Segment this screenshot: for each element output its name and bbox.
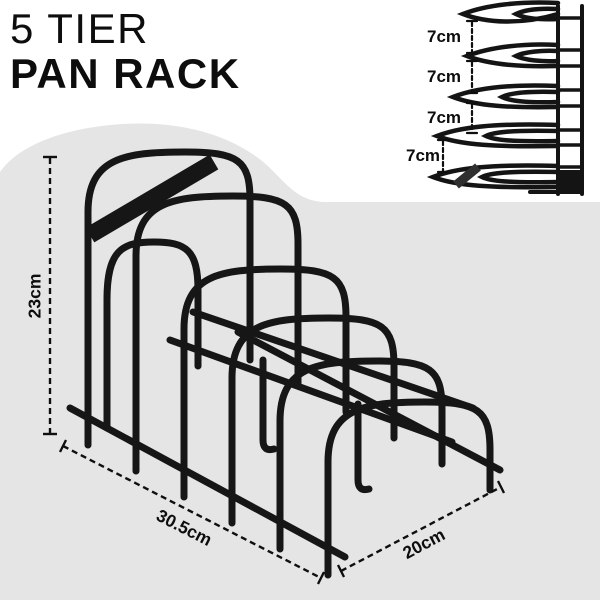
frame-rungs (556, 16, 584, 169)
product-title-line2: PAN RACK (10, 50, 241, 98)
height-dimension-label: 23cm (24, 273, 45, 319)
side-rail-lower (166, 336, 456, 446)
tier-gap-label-1: 7cm (426, 27, 462, 46)
support-hook (259, 356, 278, 454)
flat-strap-side (453, 163, 481, 189)
width-dimension-line (58, 439, 326, 585)
front-base-rail (66, 404, 349, 561)
tier-loops (426, 0, 561, 190)
tier-arch (276, 357, 446, 553)
tier-arch (180, 265, 350, 501)
support-hook (354, 400, 373, 494)
tier-gap-label-2: 7cm (426, 67, 462, 86)
side-rail-upper (189, 308, 477, 412)
side-view-diagram (426, 0, 584, 196)
title-block: 5 TIER PAN RACK (10, 6, 241, 97)
product-title-line1: 5 TIER (10, 5, 149, 52)
pan-rack-illustration (66, 148, 504, 579)
tier-arch (132, 192, 302, 475)
tier-gap-label-3: 7cm (426, 108, 462, 127)
tier-gap-label-4: 7cm (405, 146, 441, 165)
frame-base-block (559, 170, 582, 192)
inner-support-loop (103, 238, 202, 432)
flat-strap (85, 154, 219, 243)
tier-arch (84, 148, 254, 449)
gap-arrows (436, 19, 479, 174)
back-base-rail (234, 328, 504, 474)
depth-dimension-line (336, 480, 506, 578)
height-dimension-line (43, 155, 57, 436)
dimension-lines (43, 155, 506, 585)
tier-arch (324, 398, 494, 579)
tier-arch (228, 314, 398, 527)
